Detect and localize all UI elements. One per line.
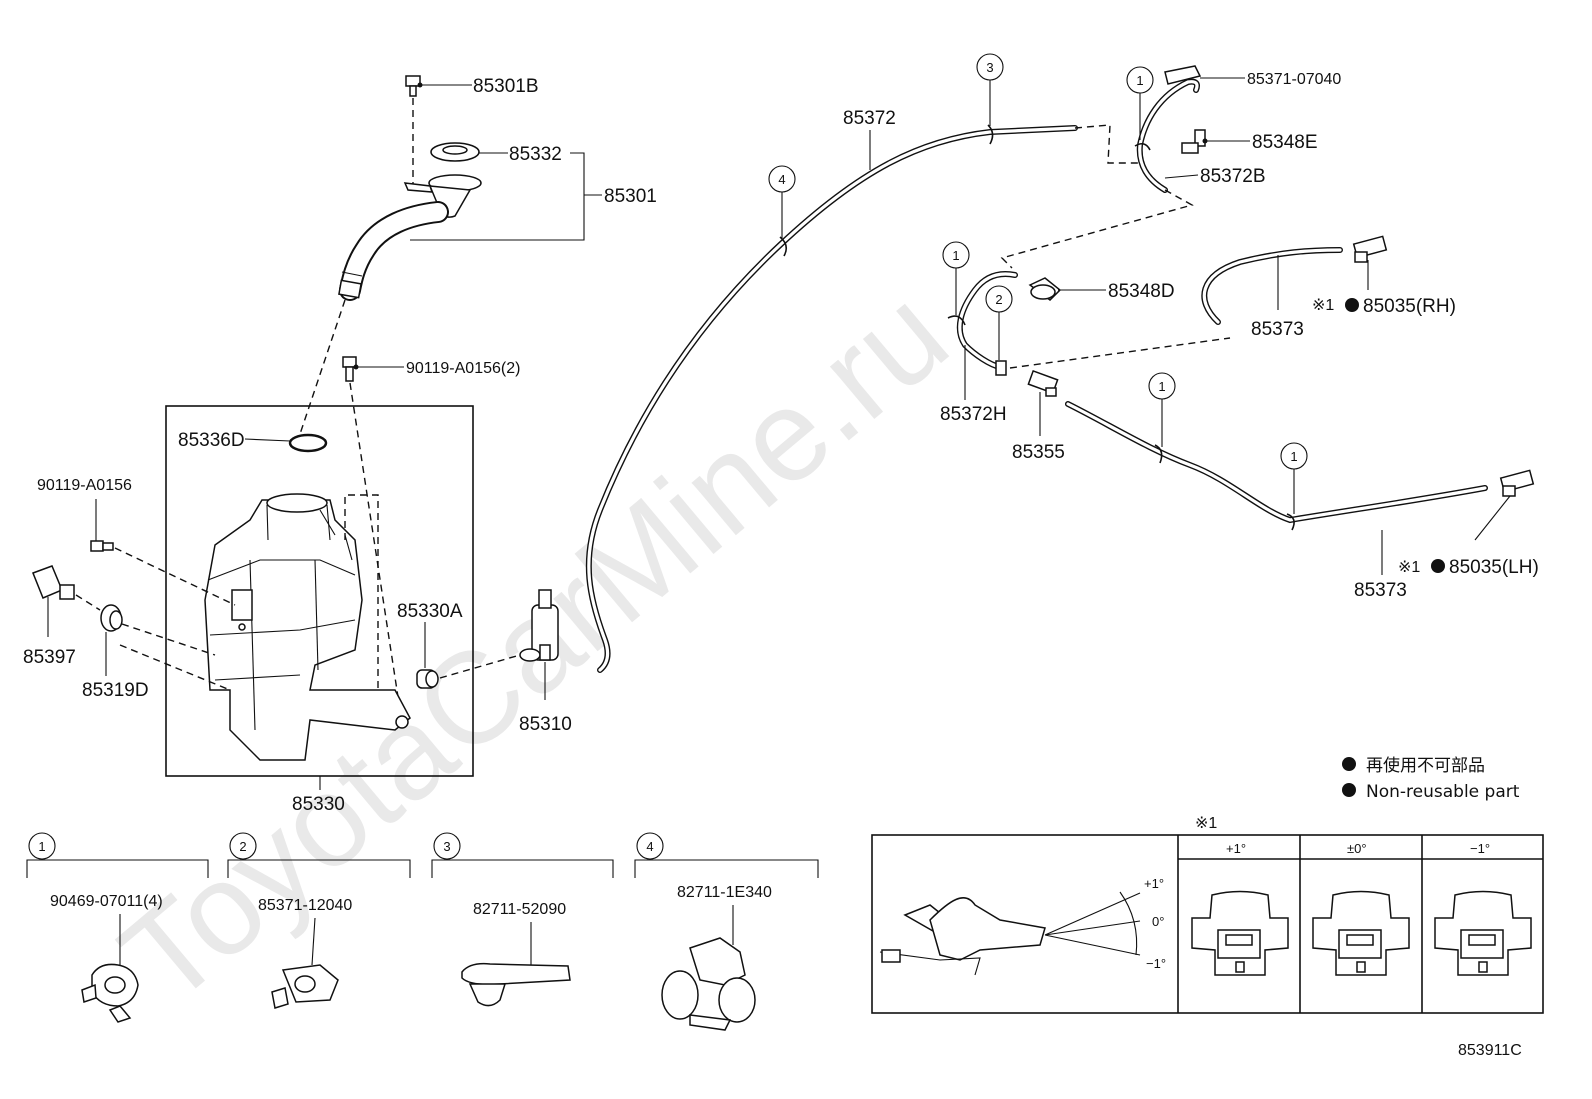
callout-1-lh-a (1148, 372, 1176, 400)
bolt-85301b (405, 75, 421, 97)
grommet-85319d (100, 604, 123, 632)
label-85372: 85372 (843, 108, 896, 129)
clip-group-3: 3 82711-52090 (431, 832, 614, 1007)
clip-3-mark (987, 124, 994, 145)
joint-85348e (1181, 129, 1206, 154)
nozzle-view-zero (1312, 890, 1410, 976)
hose-85373-rh (1201, 247, 1343, 325)
label-90119-a0156: 90119-A0156 (37, 477, 132, 494)
angle-zero: 0° (1152, 914, 1164, 929)
svg-text:4: 4 (646, 839, 653, 854)
hose-85372b (1136, 78, 1200, 193)
clip-group-2: 2 85371-12040 (227, 832, 411, 1009)
label-85372h: 85372H (940, 404, 1007, 425)
label-85330: 85330 (292, 794, 345, 815)
joint-85348d (1028, 277, 1062, 301)
label-85035-rh: 85035(RH) (1363, 296, 1456, 317)
nozzle-85035-lh (1499, 469, 1535, 497)
label-85310: 85310 (519, 714, 572, 735)
pump-85310 (519, 589, 559, 662)
legend-english: Non-reusable part (1366, 782, 1520, 802)
filler-neck-85301 (338, 174, 482, 301)
nozzle-view-plus1 (1191, 890, 1289, 976)
clip-group-4-part: 82711-1E340 (677, 884, 772, 901)
label-85319d: 85319D (82, 680, 149, 701)
label-85332: 85332 (509, 144, 562, 165)
svg-text:2: 2 (239, 839, 246, 854)
clip-1-lh-b-mark (1286, 513, 1295, 531)
cap-85332 (430, 142, 480, 162)
label-85373-lh: 85373 (1354, 580, 1407, 601)
clip-1-lh-a-mark (1154, 444, 1163, 464)
nozzle-view-minus1 (1434, 890, 1532, 976)
clip-group-1-part: 90469-07011(4) (50, 893, 163, 910)
note-rh: ※1 (1312, 297, 1334, 314)
diagram-code: 853911C (1458, 1042, 1522, 1059)
note-lh: ※1 (1398, 559, 1420, 576)
svg-text:1: 1 (38, 839, 45, 854)
callout-4 (768, 165, 796, 193)
bolt-90119-a0156 (90, 540, 114, 552)
label-85035-lh: 85035(LH) (1449, 557, 1539, 578)
callout-1-lh-b (1280, 442, 1308, 470)
label-85371-07040: 85371-07040 (1247, 71, 1341, 88)
clip-85371-07040 (1164, 65, 1202, 85)
clip-1-top-mark (1134, 142, 1151, 151)
svg-text:1: 1 (1158, 379, 1165, 394)
nonreusable-dot-rh (1345, 298, 1359, 312)
bolt-90119-a0156-2 (342, 356, 357, 382)
hose-85373-lh (1065, 401, 1488, 524)
svg-text:2: 2 (995, 292, 1002, 307)
angle-plus1: +1° (1144, 876, 1164, 891)
svg-text:1: 1 (952, 248, 959, 263)
hose-85372h (956, 271, 1018, 376)
sensor-85397 (32, 565, 75, 600)
svg-text:4: 4 (778, 172, 785, 187)
svg-text:3: 3 (443, 839, 450, 854)
clip-group-2-part: 85371-12040 (258, 897, 352, 914)
label-85348e: 85348E (1252, 132, 1318, 153)
callout-1-top (1126, 66, 1154, 94)
clip-4-mark (779, 236, 788, 257)
legend-dot-jp (1342, 757, 1356, 771)
washer-tank (204, 493, 411, 761)
legend-dot-en (1342, 783, 1356, 797)
clip-group-4: 4 82711-1E340 (634, 832, 819, 1031)
callout-3 (976, 53, 1004, 81)
label-85397: 85397 (23, 647, 76, 668)
table-header-zero: ±0° (1347, 841, 1367, 856)
nonreusable-dot-lh (1431, 559, 1445, 573)
label-85301: 85301 (604, 186, 657, 207)
gasket-85336d (288, 433, 328, 453)
valve-85355 (1027, 370, 1059, 397)
clip-group-3-part: 82711-52090 (473, 901, 566, 918)
nozzle-85035-rh (1352, 235, 1388, 263)
table-note-marker: ※1 (1195, 815, 1217, 832)
hose-85372 (585, 125, 1078, 673)
clip-1-mid-mark (947, 315, 966, 326)
table-header-minus1: −1° (1470, 841, 1490, 856)
svg-text:1: 1 (1136, 73, 1143, 88)
label-85330a: 85330A (397, 601, 463, 622)
legend-japanese: 再使用不可部品 (1366, 755, 1485, 776)
label-90119-a0156-2: 90119-A0156(2) (406, 360, 520, 377)
label-85336d: 85336D (178, 430, 245, 451)
label-85373-rh: 85373 (1251, 319, 1304, 340)
label-85348d: 85348D (1108, 281, 1175, 302)
angle-adjust-table: ※1 +1° ±0° −1° +1° 0° −1° (871, 815, 1544, 1014)
label-85355: 85355 (1012, 442, 1065, 463)
svg-text:1: 1 (1290, 449, 1297, 464)
label-85372b: 85372B (1200, 166, 1266, 187)
angle-minus1: −1° (1146, 956, 1166, 971)
label-85301b: 85301B (473, 76, 539, 97)
callout-2 (985, 285, 1013, 313)
callout-1-mid (942, 241, 970, 269)
table-header-plus1: +1° (1226, 841, 1246, 856)
svg-text:3: 3 (986, 60, 993, 75)
grommet-85330a (416, 669, 439, 689)
clip-group-1: 1 90469-07011(4) (26, 832, 209, 1023)
